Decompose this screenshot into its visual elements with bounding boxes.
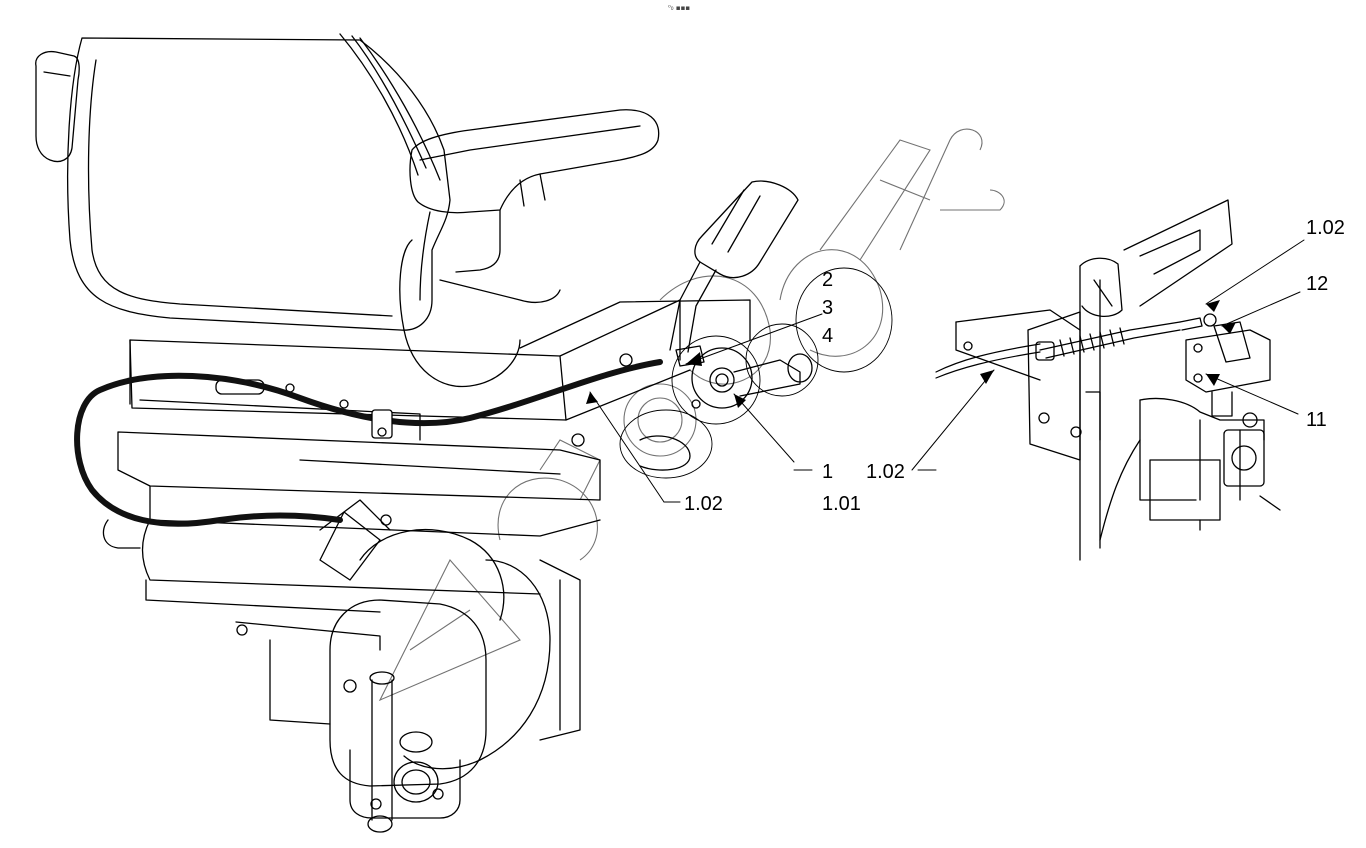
cable-right-detail: [935, 343, 1041, 379]
callout-1: 1: [822, 461, 834, 483]
seat-frame: [129, 299, 751, 447]
seat-suspension-base: [102, 399, 601, 741]
bracket-detail: [955, 199, 1233, 561]
hydraulic-valve: [1099, 321, 1281, 541]
callout-4: 4: [822, 325, 834, 347]
callout-3: 3: [822, 297, 834, 319]
callout-12: 12: [1306, 273, 1329, 295]
header-mark: ⁰₀ ▪▪▪: [668, 4, 691, 12]
cable-spring: [1035, 313, 1217, 361]
bowden-cable: [74, 359, 663, 527]
callout-1-02-seat: 1.02: [684, 493, 723, 515]
control-lever: [669, 180, 799, 353]
callout-1-02-top: 1.02: [1306, 217, 1345, 239]
callout-1-01: 1.01: [822, 493, 861, 515]
leader-lines: [589, 239, 1305, 503]
cable-clamp: [371, 409, 393, 439]
watermark: [378, 128, 1005, 702]
arrowheads: [586, 300, 1236, 408]
detail-circles: [619, 267, 893, 479]
callout-1-02-left: 1.02: [866, 461, 905, 483]
pump-bracket: [329, 559, 551, 833]
lever-mechanism: [639, 345, 813, 471]
callout-11: 11: [1306, 409, 1327, 431]
armrest: [399, 109, 660, 388]
seat-backrest: [35, 33, 451, 331]
callout-2: 2: [822, 269, 834, 291]
